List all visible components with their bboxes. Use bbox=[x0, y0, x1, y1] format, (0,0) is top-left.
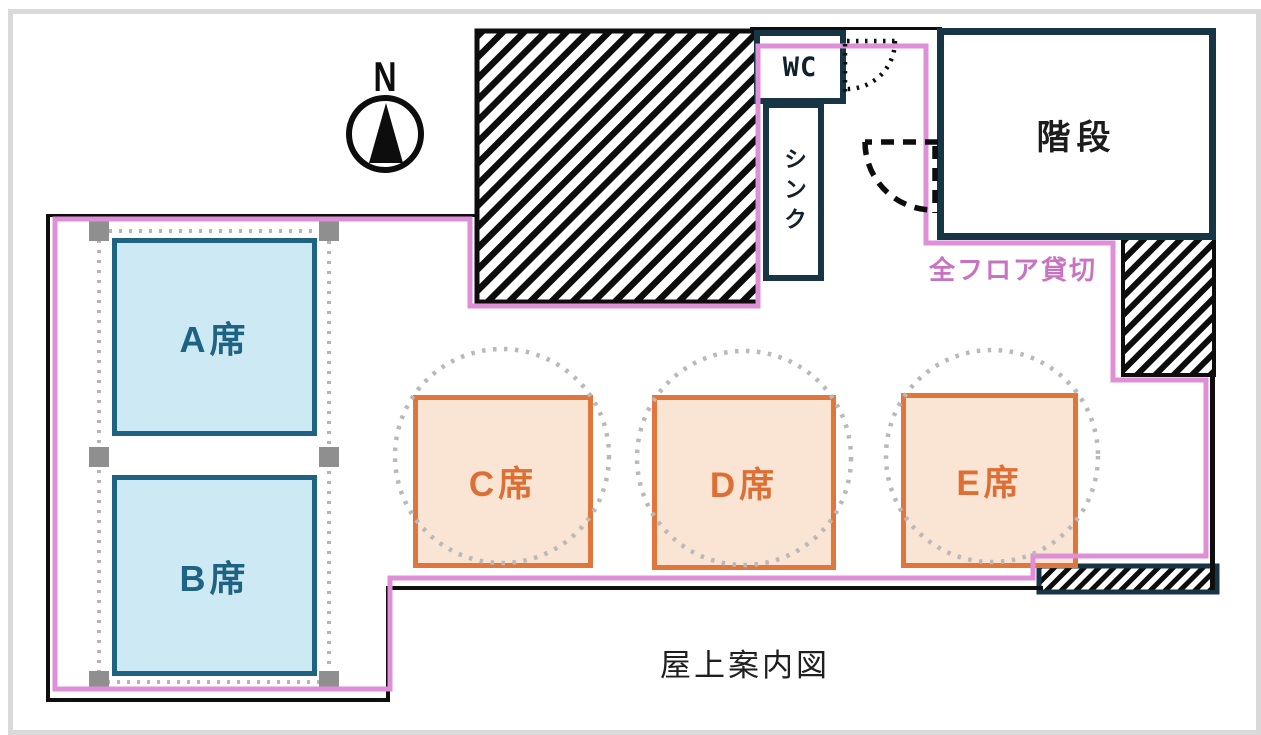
compass-north-label: N bbox=[373, 53, 396, 100]
seat-c: C席 bbox=[413, 395, 593, 568]
seat-b-label: B席 bbox=[179, 557, 250, 599]
post-bottom-left bbox=[89, 671, 109, 691]
wall-step bbox=[386, 588, 390, 702]
wall-bottom-mid bbox=[386, 586, 1043, 590]
reservation-note: 全フロア貸切 bbox=[928, 255, 1097, 285]
wc-room: WC bbox=[754, 30, 846, 104]
seat-b: B席 bbox=[112, 475, 317, 676]
seat-e: E席 bbox=[901, 393, 1078, 568]
map-title: 屋上案内図 bbox=[660, 648, 830, 683]
wall-left bbox=[46, 214, 50, 702]
seat-d: D席 bbox=[652, 395, 836, 570]
wall-right bbox=[1210, 373, 1215, 590]
seat-c-label: C席 bbox=[468, 465, 538, 504]
hatched-zone-right bbox=[1121, 231, 1216, 377]
hatched-zone-bottom-strip bbox=[1036, 563, 1220, 595]
hatched-zone-top bbox=[474, 28, 761, 305]
sink-room: シンク bbox=[763, 102, 824, 281]
wc-label: WC bbox=[782, 51, 818, 83]
post-mid-left bbox=[89, 447, 109, 467]
seat-e-label: E席 bbox=[956, 464, 1023, 503]
wall-bottom-left bbox=[46, 698, 390, 702]
seat-a-label: A席 bbox=[179, 319, 250, 360]
post-top-left bbox=[89, 221, 109, 241]
wall-top-right bbox=[750, 27, 942, 30]
post-bottom-right bbox=[319, 671, 339, 691]
post-mid-right bbox=[319, 447, 339, 467]
compass: N bbox=[346, 53, 424, 173]
seat-a: A席 bbox=[112, 238, 317, 436]
post-top-right bbox=[319, 221, 339, 241]
seat-d-label: D席 bbox=[709, 466, 779, 505]
stairs-label: 階段 bbox=[1036, 118, 1117, 157]
sink-label: シンク bbox=[780, 146, 807, 237]
stairs-room: 階段 bbox=[937, 28, 1216, 240]
wall-top-left bbox=[46, 214, 479, 217]
